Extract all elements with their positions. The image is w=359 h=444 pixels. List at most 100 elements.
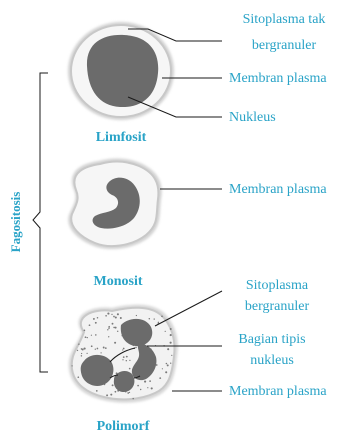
granule-dot bbox=[117, 313, 119, 315]
granule-dot bbox=[123, 356, 125, 358]
monocyte-caption: Monosit bbox=[94, 274, 143, 289]
granule-dot bbox=[84, 348, 86, 350]
granule-dot bbox=[113, 316, 115, 318]
granule-dot bbox=[112, 323, 114, 325]
granule-dot bbox=[84, 329, 86, 331]
granule-dot bbox=[108, 326, 110, 328]
granule-dot bbox=[165, 331, 166, 332]
granule-dot bbox=[115, 391, 117, 393]
granule-dot bbox=[111, 314, 112, 315]
granule-dot bbox=[149, 380, 151, 382]
granule-dot bbox=[93, 318, 95, 320]
granule-dot bbox=[81, 353, 82, 354]
lymphocyte-cell bbox=[68, 22, 174, 120]
granule-dot bbox=[170, 328, 172, 330]
granule-dot bbox=[162, 368, 163, 369]
fagositosis-label: Fagositosis bbox=[8, 192, 23, 253]
label-sitoplasma-tak-bergranuler-line2: bergranuler bbox=[252, 38, 317, 53]
granule-dot bbox=[161, 315, 163, 317]
granule-dot bbox=[71, 365, 72, 366]
granule-dot bbox=[105, 347, 107, 349]
granule-dot bbox=[167, 364, 169, 366]
granule-dot bbox=[166, 363, 168, 365]
label-sitoplasma-bergranuler-line1: Sitoplasma bbox=[246, 278, 309, 293]
granule-dot bbox=[120, 317, 122, 319]
label-nukleus: Nukleus bbox=[229, 110, 276, 125]
label-sitoplasma-bergranuler-line2: bergranuler bbox=[245, 299, 310, 314]
granule-dot bbox=[123, 348, 125, 350]
granule-dot bbox=[135, 347, 137, 349]
granule-dot bbox=[165, 371, 167, 373]
granule-dot bbox=[151, 387, 153, 389]
label-membran-plasma-limfosit: Membran plasma bbox=[229, 71, 327, 86]
label-bagian-tipis-nukleus-line2: nukleus bbox=[250, 353, 294, 368]
granule-dot bbox=[86, 353, 87, 354]
granule-dot bbox=[114, 342, 116, 344]
granule-dot bbox=[115, 316, 117, 318]
granule-dot bbox=[89, 324, 91, 326]
granule-dot bbox=[105, 315, 107, 317]
granule-dot bbox=[115, 327, 117, 329]
granule-dot bbox=[78, 343, 79, 344]
granule-dot bbox=[107, 329, 108, 330]
granule-dot bbox=[87, 337, 88, 338]
granule-dot bbox=[85, 336, 87, 338]
granule-dot bbox=[112, 384, 114, 386]
granule-dot bbox=[77, 376, 79, 378]
granule-dot bbox=[167, 348, 169, 350]
granule-dot bbox=[126, 356, 128, 358]
granule-dot bbox=[154, 318, 155, 319]
granule-dot bbox=[129, 360, 130, 361]
granule-dot bbox=[77, 350, 78, 351]
granule-dot bbox=[100, 352, 101, 353]
granule-dot bbox=[91, 335, 92, 336]
granule-dot bbox=[97, 317, 99, 319]
granule-dot bbox=[136, 315, 137, 316]
granule-dot bbox=[95, 322, 97, 324]
fagositosis-bracket bbox=[33, 73, 48, 372]
label-bagian-tipis-nukleus-line1: Bagian tipis bbox=[238, 332, 305, 347]
leader-sitoplasma-bergranuler bbox=[155, 291, 222, 326]
granule-dot bbox=[170, 363, 171, 364]
granule-dot bbox=[147, 387, 148, 388]
granule-dot bbox=[108, 336, 109, 337]
lymphocyte-caption: Limfosit bbox=[96, 130, 147, 145]
granule-dot bbox=[129, 392, 130, 393]
granule-dot bbox=[170, 342, 172, 344]
granule-dot bbox=[108, 313, 109, 314]
granule-dot bbox=[122, 349, 123, 350]
granule-dot bbox=[122, 359, 123, 360]
granule-dot bbox=[110, 394, 112, 396]
granule-dot bbox=[97, 348, 99, 350]
label-membran-plasma-monosit: Membran plasma bbox=[229, 182, 327, 197]
granule-dot bbox=[106, 394, 108, 396]
granule-dot bbox=[149, 318, 150, 319]
granule-dot bbox=[91, 345, 93, 347]
granule-dot bbox=[108, 327, 110, 329]
polymorph-caption: Polimorf bbox=[97, 419, 150, 434]
granule-dot bbox=[117, 331, 118, 332]
label-membran-plasma-polimorf: Membran plasma bbox=[229, 384, 327, 399]
granule-dot bbox=[159, 377, 161, 379]
granule-dot bbox=[144, 381, 146, 383]
lymphocyte-nucleus bbox=[87, 35, 158, 107]
granule-dot bbox=[95, 349, 96, 350]
granule-dot bbox=[171, 355, 172, 356]
granule-dot bbox=[132, 398, 133, 399]
granule-dot bbox=[126, 360, 127, 361]
granule-dot bbox=[127, 392, 129, 394]
polymorph-cell bbox=[69, 305, 178, 403]
monocyte-cell bbox=[68, 159, 161, 250]
granule-dot bbox=[140, 389, 141, 390]
granule-dot bbox=[96, 390, 98, 392]
granule-dot bbox=[170, 334, 172, 336]
granule-dot bbox=[81, 355, 82, 356]
granule-dot bbox=[129, 368, 131, 370]
granule-dot bbox=[95, 334, 97, 336]
granule-dot bbox=[137, 385, 139, 387]
granule-dot bbox=[103, 347, 105, 349]
label-sitoplasma-tak-bergranuler-line1: Sitoplasma tak bbox=[243, 12, 326, 27]
granule-dot bbox=[81, 348, 83, 350]
